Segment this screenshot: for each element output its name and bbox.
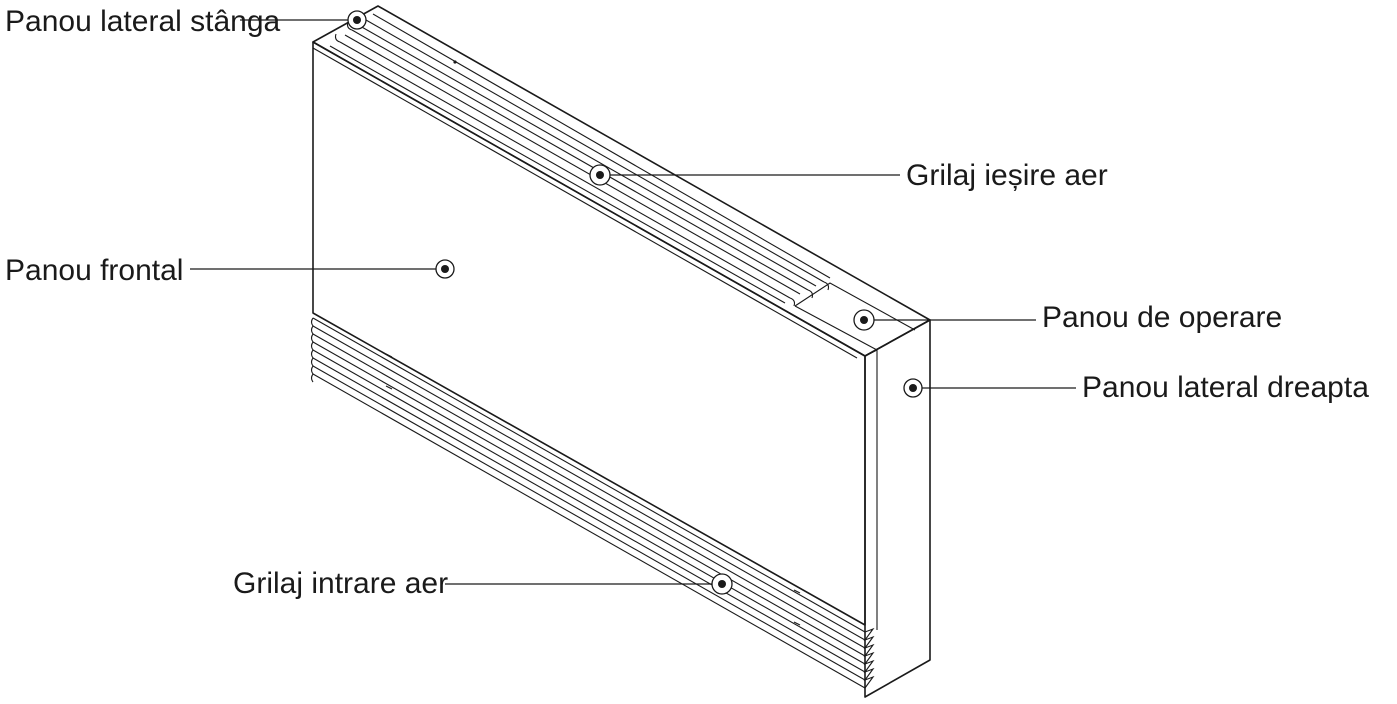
inlet-grille-slats — [310, 317, 875, 689]
label-inlet-grille: Grilaj intrare aer — [233, 567, 448, 600]
label-operation-panel: Panou de operare — [1042, 301, 1282, 334]
operation-panel-shape — [794, 282, 916, 351]
label-front-panel: Panou frontal — [5, 254, 183, 287]
callout-operation-panel: Panou de operare — [853, 301, 1282, 334]
label-outlet-grille: Grilaj ieșire aer — [906, 159, 1108, 192]
label-left-side-panel: Panou lateral stânga — [5, 5, 281, 38]
right-side-panel-shape — [864, 319, 931, 698]
label-right-side-panel: Panou lateral dreapta — [1082, 371, 1369, 404]
callout-front-panel: Panou frontal — [5, 254, 455, 287]
front-panel-shape — [312, 41, 866, 626]
top-face — [312, 5, 931, 357]
callout-inlet-grille: Grilaj intrare aer — [233, 567, 733, 600]
callout-outlet-grille: Grilaj ieșire aer — [589, 159, 1108, 192]
callout-left-side-panel: Panou lateral stânga — [5, 5, 367, 38]
callout-right-side-panel: Panou lateral dreapta — [903, 371, 1369, 404]
outlet-grille-slats — [329, 11, 831, 307]
